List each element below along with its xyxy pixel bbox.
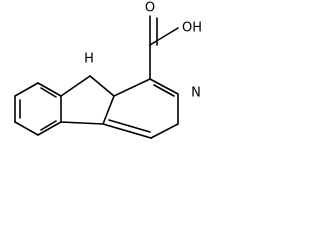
bond-benzene-3: [14, 121, 39, 136]
double-bond-benzene-3: [40, 87, 57, 98]
bond-pyrrole-4: [60, 121, 104, 125]
bond-pyrrole-2: [89, 75, 115, 97]
oxygen-label: O: [145, 1, 155, 16]
bond-pyridine-4: [150, 123, 179, 139]
double-bond-pyridine-1: [153, 84, 175, 97]
nh-label: H: [84, 52, 94, 67]
bond-carboxyl-2: [149, 27, 179, 46]
bond-pyrrole-1: [60, 75, 91, 97]
hydroxyl-label: OH: [182, 21, 202, 36]
bond-pyridine-1: [113, 78, 151, 97]
molecule-diagram: H N O OH: [14, 1, 202, 139]
bond-benzene-4: [37, 121, 62, 136]
double-bond-pyridine-2: [108, 119, 151, 133]
pyridine-n-label: N: [191, 86, 201, 101]
structure-canvas: H N O OH: [14, 0, 203, 139]
double-bond-benzene-2: [40, 120, 57, 131]
bond-pyridine-2: [149, 78, 179, 95]
bond-pyrrole-3: [102, 95, 115, 125]
bond-pyridine-5: [102, 123, 152, 139]
bond-benzene-1: [14, 82, 39, 97]
bond-benzene-6: [37, 82, 62, 97]
